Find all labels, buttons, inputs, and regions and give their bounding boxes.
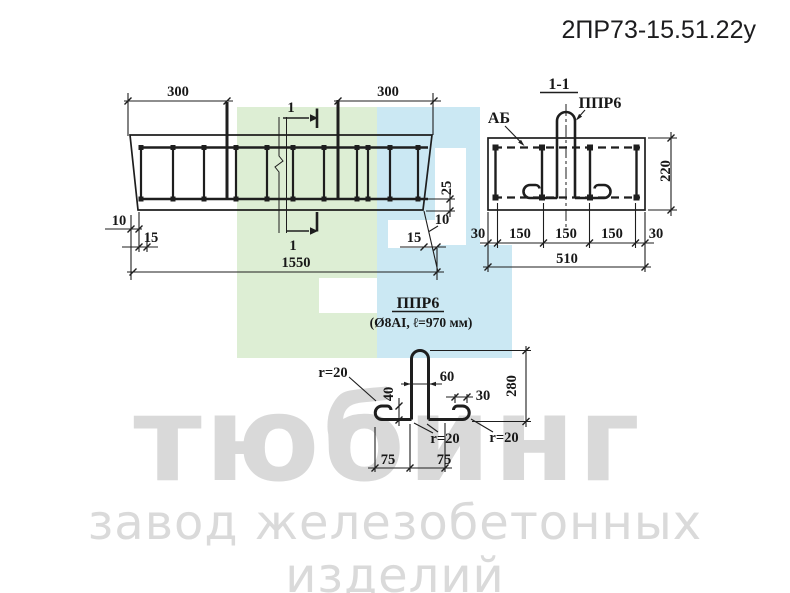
dim-15-left: 15: [144, 230, 159, 246]
section-marker-top: 1: [283, 100, 319, 128]
dim-15-right: 15: [407, 230, 422, 246]
watermark-notch: [319, 278, 377, 313]
watermark-logo-text: тюбинг: [133, 370, 643, 508]
rebar-callout: АБ: [488, 110, 525, 146]
longitudinal-rebar: [139, 146, 428, 201]
detail-dimension-ticks: [371, 346, 530, 472]
elevation-view: 1 1 300 300 1550 10 15 25 10 15: [105, 84, 455, 280]
dim-150-2: 150: [555, 226, 577, 242]
loop-callout: ППР6: [576, 95, 621, 121]
section-loop-feet: [522, 183, 612, 200]
dim-arrow: [404, 381, 411, 387]
dim-75-left: 75: [381, 452, 396, 468]
dim-30-left: 30: [471, 226, 486, 242]
dim-510: 510: [556, 251, 578, 267]
section-view: 1-1 АБ ППР6 220 30 150: [471, 76, 677, 272]
cut-label-bottom: 1: [289, 238, 296, 254]
detail-view: ППР6 (Ø8АI, ℓ=970 мм) r=20 40 60 30 280 …: [318, 295, 531, 472]
watermark-factory-text: завод железобетонных изделий: [87, 495, 703, 593]
dim-220: 220: [658, 160, 674, 182]
section-marker-bottom: 1: [287, 212, 319, 254]
section-stirrup-legs: [494, 145, 638, 201]
dim-10-right: 10: [435, 212, 450, 228]
dim-150-1: 150: [509, 226, 531, 242]
dim-1550: 1550: [282, 255, 311, 271]
dim-r20-left: r=20: [318, 365, 347, 381]
rebar-label: АБ: [488, 110, 510, 127]
watermark-green-block: [237, 107, 377, 358]
dimension-ticks: [124, 97, 454, 276]
dim-280: 280: [504, 375, 520, 397]
dim-25-right: 25: [439, 181, 455, 196]
dim-30: 30: [476, 388, 491, 404]
dim-150-3: 150: [601, 226, 623, 242]
dim-75-right: 75: [437, 452, 452, 468]
detail-title: ППР6: [397, 295, 440, 312]
product-code: 2ПР73-15.51.22у: [561, 16, 757, 44]
lifting-loop-marks: [225, 100, 340, 200]
dim-300-right: 300: [377, 84, 399, 100]
beam-outline: [129, 134, 433, 211]
elevation-dimension-lines: [105, 93, 455, 280]
dim-40: 40: [381, 387, 397, 402]
section-dimension-ticks: [484, 134, 675, 271]
dim-60: 60: [440, 369, 455, 385]
cut-label-top: 1: [287, 100, 294, 116]
detail-feet: [373, 404, 471, 421]
section-title: 1-1: [548, 76, 569, 93]
dim-10-left: 10: [112, 213, 127, 229]
dim-arrow: [429, 381, 436, 387]
dim-300-left: 300: [167, 84, 189, 100]
watermark-cyan-block-lower: [480, 245, 512, 358]
dim-r20-center: r=20: [430, 431, 459, 447]
section-dimension-lines: [480, 132, 677, 272]
detail-loop: [410, 348, 430, 420]
dim-r20-right: r=20: [489, 430, 518, 446]
loop-label: ППР6: [579, 95, 622, 112]
section-cut-line: [274, 117, 287, 233]
detail-subtitle: (Ø8АI, ℓ=970 мм): [370, 315, 473, 330]
dim-30-right: 30: [649, 226, 664, 242]
section-longitudinal-rebar: [494, 146, 640, 199]
stirrups: [139, 146, 420, 201]
